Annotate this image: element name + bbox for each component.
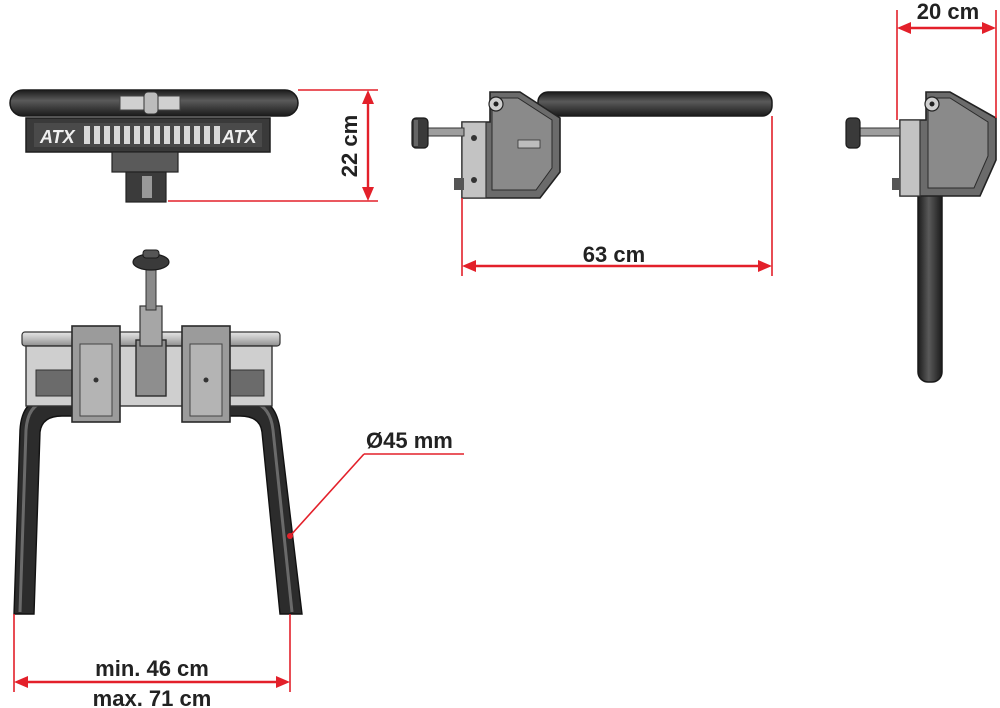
side-view-pin-shaft xyxy=(423,127,465,137)
top-view-mount-block xyxy=(111,151,179,173)
end-view: 20 cm xyxy=(845,0,997,383)
end-view-pin-shaft xyxy=(857,127,901,137)
front-view: Ø45 mm min. 46 cm max. 71 cm xyxy=(13,249,464,708)
front-view-pin-shaft xyxy=(145,265,157,311)
dimension-width-label: 20 cm xyxy=(917,0,979,24)
dimension-span-min-label: min. 46 cm xyxy=(95,656,209,681)
dimension-depth-label: 22 cm xyxy=(337,115,362,177)
side-view: 63 cm xyxy=(411,91,773,276)
end-view-pin-knob xyxy=(845,117,861,149)
top-view: ATX ATX 22 cm xyxy=(9,89,378,203)
front-view-center-mount xyxy=(135,339,167,397)
atx-logo-right: ATX xyxy=(221,127,258,147)
side-view-handle-tube xyxy=(537,91,773,117)
dimension-tube-diameter-label: Ø45 mm xyxy=(366,428,453,453)
dimension-span-max-label: max. 71 cm xyxy=(93,686,212,708)
dimension-length-label: 63 cm xyxy=(583,242,645,267)
top-view-hole-pattern xyxy=(84,126,220,144)
front-view-right-tube xyxy=(225,397,303,615)
atx-logo-left: ATX xyxy=(39,127,76,147)
